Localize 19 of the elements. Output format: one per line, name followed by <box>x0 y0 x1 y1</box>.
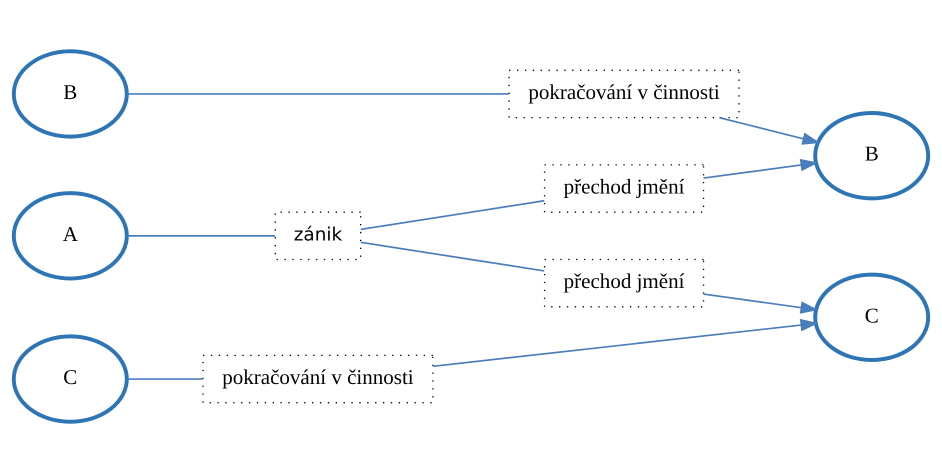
node-ellipse: B <box>12 49 129 139</box>
connector <box>360 200 544 230</box>
node-box: přechod jmění <box>544 258 704 308</box>
node-ellipse: B <box>813 111 930 200</box>
arrow <box>703 293 818 314</box>
arrow <box>719 116 820 145</box>
connector <box>127 378 203 380</box>
node-ellipse: C <box>813 272 930 362</box>
connector <box>127 235 275 237</box>
arrow <box>433 318 818 368</box>
connector <box>126 93 509 95</box>
node-box: přechod jmění <box>544 164 704 213</box>
node-ellipse: C <box>12 334 129 424</box>
node-box: pokračování v činnosti <box>202 354 434 404</box>
arrow <box>703 158 818 179</box>
node-ellipse: A <box>12 191 129 281</box>
node-box: zánik <box>274 212 362 260</box>
node-box: pokračování v činnosti <box>508 70 740 118</box>
connector <box>360 241 544 272</box>
